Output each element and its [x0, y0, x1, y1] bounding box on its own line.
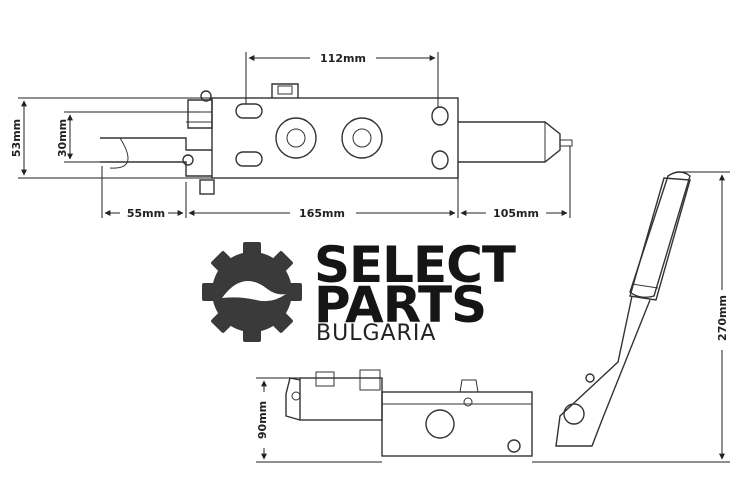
dim-90-label: 90mm: [256, 401, 269, 439]
top-view-drawing: [100, 83, 573, 195]
dim-55-label: 55mm: [127, 207, 165, 220]
dim-112-label: 112mm: [320, 52, 366, 65]
dim-105-label: 105mm: [493, 207, 539, 220]
select-parts-logo: SELECT PARTS BULGARIA: [202, 236, 517, 346]
dim-53-label: 53mm: [10, 119, 23, 157]
dim-30-label: 30mm: [56, 119, 69, 157]
side-view-drawing: [285, 171, 691, 457]
dim-165-label: 165mm: [299, 207, 345, 220]
logo-line-2: PARTS: [314, 276, 486, 334]
top-view-dimensions: 112mm 53mm 30mm 55mm 165mm 105mm: [10, 52, 571, 220]
side-view-dimensions: 270mm 90mm: [256, 171, 730, 463]
logo-line-3: BULGARIA: [316, 321, 436, 346]
dim-270-label: 270mm: [716, 295, 729, 341]
logo-line-1: SELECT: [314, 236, 516, 294]
gear-icon: [202, 242, 302, 342]
